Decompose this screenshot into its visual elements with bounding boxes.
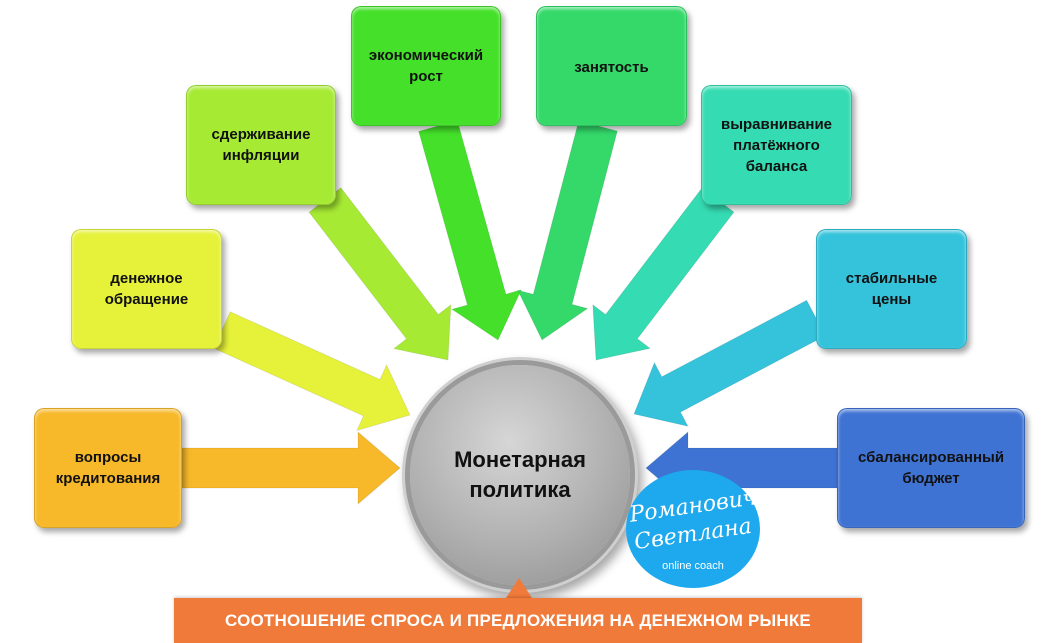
box-lending-issues: вопросы кредитования (34, 408, 182, 528)
box-inflation-control-label: сдерживание инфляции (211, 126, 311, 164)
box-lending-issues-label: вопросы кредитования (55, 449, 161, 487)
box-money-circulation: денежное обращение (71, 229, 222, 349)
box-employment-label: занятость (574, 59, 649, 76)
box-economic-growth-label: экономический рост (368, 47, 484, 85)
box-stable-prices: стабильные цены (816, 229, 967, 349)
arrow-7 (633, 299, 826, 427)
box-balanced-budget: сбалансированный бюджет (837, 408, 1025, 528)
arrow-1 (181, 430, 401, 506)
up-arrow-icon (506, 578, 532, 598)
box-economic-growth: экономический рост (351, 6, 501, 126)
author-logo: Романович Светлана online coach (626, 470, 760, 588)
center-label: Монетарная политика (454, 447, 586, 502)
arrow-6 (592, 187, 735, 361)
logo-subtitle: online coach (662, 560, 724, 572)
center-circle: Монетарная политика (410, 365, 630, 585)
box-balanced-budget-label: сбалансированный бюджет (857, 449, 1005, 487)
footer-banner: СООТНОШЕНИЕ СПРОСА И ПРЕДЛОЖЕНИЯ НА ДЕНЕ… (174, 598, 862, 643)
footer-banner-label: СООТНОШЕНИЕ СПРОСА И ПРЕДЛОЖЕНИЯ НА ДЕНЕ… (225, 610, 811, 630)
arrow-5 (516, 120, 618, 341)
box-money-circulation-label: денежное обращение (104, 270, 189, 308)
arrow-3 (308, 187, 452, 361)
arrow-2 (213, 311, 411, 432)
box-payment-balance-label: выравнивание платёжного баланса (720, 115, 833, 175)
box-stable-prices-label: стабильные цены (845, 270, 938, 308)
box-inflation-control: сдерживание инфляции (186, 85, 336, 205)
box-employment: занятость (536, 6, 687, 126)
box-payment-balance: выравнивание платёжного баланса (701, 85, 852, 205)
arrow-4 (418, 119, 523, 341)
